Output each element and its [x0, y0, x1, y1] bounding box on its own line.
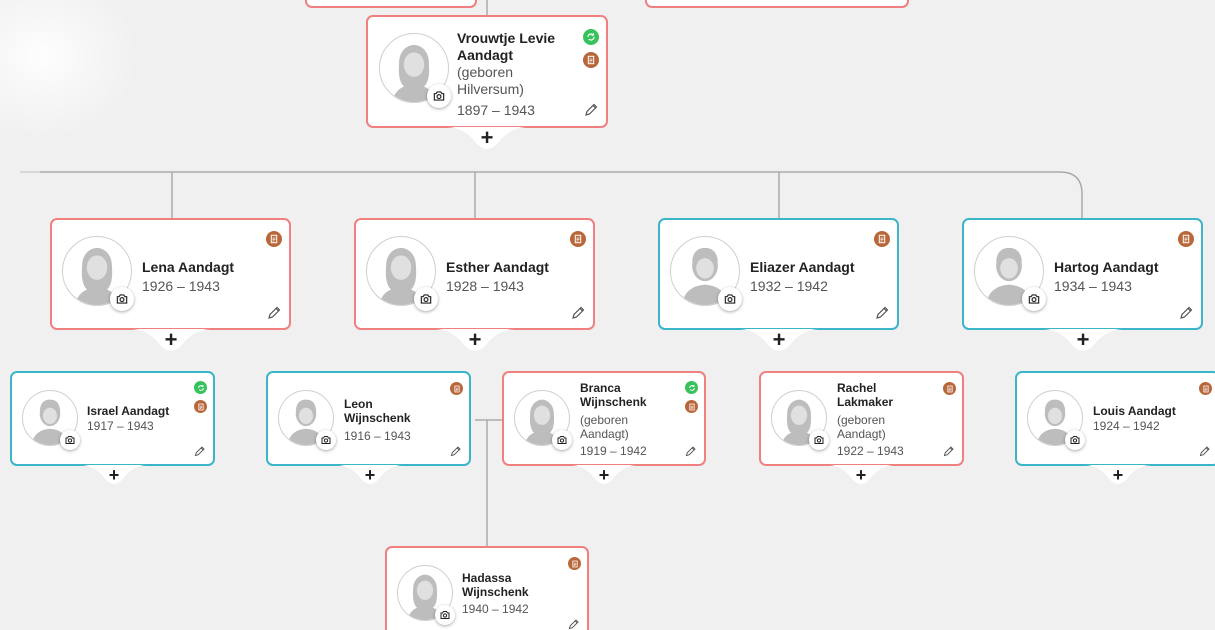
- add-relative-button[interactable]: +: [739, 329, 819, 351]
- edit-pencil-icon[interactable]: [567, 618, 580, 630]
- add-relative-button[interactable]: +: [828, 465, 894, 485]
- edit-pencil-icon[interactable]: [266, 305, 282, 321]
- edit-pencil-icon[interactable]: [942, 445, 955, 458]
- canvas-highlight: [0, 0, 140, 140]
- document-icon[interactable]: [1178, 231, 1194, 247]
- camera-icon[interactable]: [316, 430, 336, 450]
- edit-pencil-icon[interactable]: [449, 445, 462, 458]
- avatar-female: [366, 236, 436, 306]
- life-years: 1917 – 1943: [87, 419, 154, 433]
- document-icon[interactable]: [568, 557, 581, 570]
- person-card-esther-aandagt[interactable]: Esther Aandagt 1928 – 1943: [354, 218, 595, 330]
- edit-pencil-icon[interactable]: [874, 305, 890, 321]
- document-icon[interactable]: [1199, 382, 1212, 395]
- camera-icon[interactable]: [552, 430, 572, 450]
- camera-icon[interactable]: [718, 287, 742, 311]
- avatar-male: [22, 390, 78, 446]
- document-icon[interactable]: [583, 52, 599, 68]
- life-years: 1922 – 1943: [837, 444, 904, 458]
- camera-icon[interactable]: [414, 287, 438, 311]
- add-relative-button[interactable]: +: [81, 465, 147, 485]
- life-years: 1924 – 1942: [1093, 419, 1160, 433]
- add-relative-button[interactable]: +: [1085, 465, 1151, 485]
- add-relative-button[interactable]: +: [571, 465, 637, 485]
- document-icon[interactable]: [685, 400, 698, 413]
- add-relative-button[interactable]: +: [435, 329, 515, 351]
- edit-pencil-icon[interactable]: [1178, 305, 1194, 321]
- camera-icon[interactable]: [60, 430, 80, 450]
- camera-icon[interactable]: [1065, 430, 1085, 450]
- person-name: Hartog Aandagt: [1054, 259, 1159, 275]
- document-icon[interactable]: [194, 400, 207, 413]
- add-relative-button[interactable]: +: [1043, 329, 1123, 351]
- avatar-male: [1027, 390, 1083, 446]
- document-icon[interactable]: [450, 382, 463, 395]
- add-relative-button[interactable]: +: [337, 465, 403, 485]
- person-name: Lena Aandagt: [142, 259, 235, 275]
- camera-icon[interactable]: [427, 84, 451, 108]
- life-years: 1897 – 1943: [457, 102, 535, 118]
- add-relative-button[interactable]: +: [447, 127, 527, 149]
- document-icon[interactable]: [943, 382, 956, 395]
- life-years: 1934 – 1943: [1054, 278, 1132, 294]
- camera-icon[interactable]: [1022, 287, 1046, 311]
- sync-icon[interactable]: [194, 381, 207, 394]
- edit-pencil-icon[interactable]: [193, 445, 206, 458]
- edit-pencil-icon[interactable]: [583, 102, 599, 118]
- camera-icon[interactable]: [110, 287, 134, 311]
- person-card-louis-aandagt[interactable]: Louis Aandagt 1924 – 1942: [1015, 371, 1215, 466]
- life-years: 1928 – 1943: [446, 278, 524, 294]
- add-relative-button[interactable]: +: [131, 329, 211, 351]
- person-card-israel-aandagt[interactable]: Israel Aandagt 1917 – 1943: [10, 371, 215, 466]
- person-name: Eliazer Aandagt: [750, 259, 855, 275]
- person-name: Louis Aandagt: [1093, 404, 1176, 418]
- camera-icon[interactable]: [809, 430, 829, 450]
- person-name: Israel Aandagt: [87, 404, 170, 418]
- person-card-lena-aandagt[interactable]: Lena Aandagt 1926 – 1943: [50, 218, 291, 330]
- edit-pencil-icon[interactable]: [684, 445, 697, 458]
- camera-icon[interactable]: [435, 605, 455, 625]
- person-name: Esther Aandagt: [446, 259, 549, 275]
- sync-icon[interactable]: [583, 29, 599, 45]
- partial-card-right[interactable]: [645, 0, 909, 8]
- life-years: 1940 – 1942: [462, 602, 529, 616]
- edit-pencil-icon[interactable]: [1198, 445, 1211, 458]
- person-card-eliazer-aandagt[interactable]: Eliazer Aandagt 1932 – 1942: [658, 218, 899, 330]
- sync-icon[interactable]: [685, 381, 698, 394]
- life-years: 1916 – 1943: [344, 429, 411, 443]
- avatar-female: [397, 565, 453, 621]
- edit-pencil-icon[interactable]: [570, 305, 586, 321]
- document-icon[interactable]: [266, 231, 282, 247]
- life-years: 1932 – 1942: [750, 278, 828, 294]
- life-years: 1919 – 1942: [580, 444, 647, 458]
- document-icon[interactable]: [570, 231, 586, 247]
- partial-card-left[interactable]: [305, 0, 477, 8]
- life-years: 1926 – 1943: [142, 278, 220, 294]
- document-icon[interactable]: [874, 231, 890, 247]
- person-card-hartog-aandagt[interactable]: Hartog Aandagt 1934 – 1943: [962, 218, 1203, 330]
